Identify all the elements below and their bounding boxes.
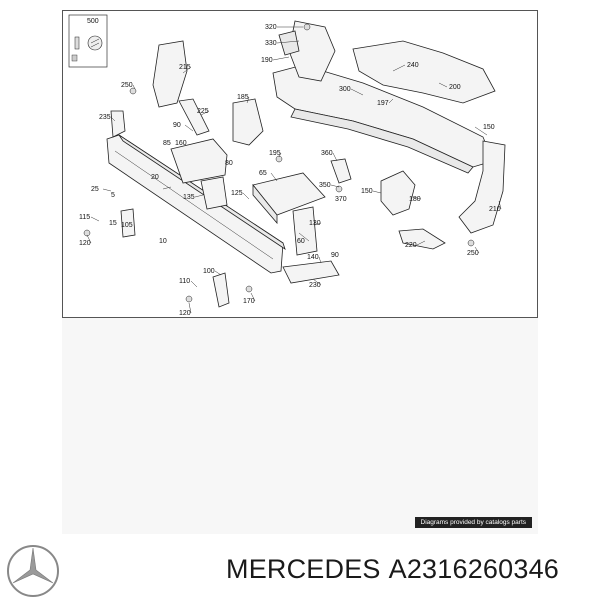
- inset-clip-icon: [71, 35, 103, 62]
- label-190: 190: [261, 57, 273, 64]
- nut-195: [275, 155, 283, 163]
- label-225: 225: [197, 108, 209, 115]
- label-215: 215: [179, 64, 191, 71]
- label-140: 140: [307, 254, 319, 261]
- label-130: 130: [309, 220, 321, 227]
- label-85: 85: [163, 140, 171, 147]
- label-90-lower: 90: [331, 252, 339, 259]
- parts-diagram-drawing: 500 320 330 190 240 215 250 300 200 197 …: [68, 14, 506, 317]
- label-210: 210: [489, 206, 501, 213]
- bracket-105: [120, 208, 136, 238]
- latch-part: [278, 30, 300, 56]
- radiator-support-top: [352, 40, 496, 104]
- label-60: 60: [297, 238, 305, 245]
- label-170: 170: [243, 298, 255, 305]
- label-105: 105: [121, 222, 133, 229]
- nut-120: [83, 229, 91, 237]
- label-180: 180: [409, 196, 421, 203]
- bracket-225: [178, 98, 210, 136]
- label-120-lower: 120: [179, 310, 191, 317]
- bracket-215: [152, 40, 188, 108]
- right-side-member: [458, 140, 506, 234]
- brand-name: MERCEDES: [226, 554, 381, 584]
- label-250-right: 250: [467, 250, 479, 257]
- label-110: 110: [179, 278, 190, 285]
- label-5: 5: [111, 192, 115, 199]
- label-197: 197: [377, 100, 389, 107]
- block-185: [232, 98, 264, 146]
- nut-250: [467, 239, 475, 247]
- label-185: 185: [237, 94, 249, 101]
- plate-130: [292, 206, 318, 256]
- diagram-blank-area: Diagrams provided by catalogs parts: [62, 318, 538, 534]
- label-90-upper: 90: [173, 122, 181, 129]
- strip-230: [282, 260, 340, 284]
- label-240: 240: [407, 62, 419, 69]
- label-250-left: 250: [121, 82, 133, 89]
- bolt-320: [303, 23, 311, 31]
- diagram-frame: 500 320 330 190 240 215 250 300 200 197 …: [62, 10, 538, 534]
- mercedes-star-icon: [7, 545, 59, 597]
- label-120-left: 120: [79, 240, 91, 247]
- label-300: 300: [339, 86, 351, 93]
- label-230: 230: [309, 282, 321, 289]
- bracket-180: [380, 170, 416, 216]
- label-235: 235: [99, 114, 111, 121]
- bracket-220: [398, 228, 446, 250]
- nut-350: [335, 185, 343, 193]
- label-80: 80: [225, 160, 233, 167]
- cross-member-lower-edge: [290, 108, 474, 174]
- label-115: 115: [79, 214, 90, 221]
- label-200: 200: [449, 84, 461, 91]
- label-135: 135: [183, 194, 195, 201]
- parts-diagram: 500 320 330 190 240 215 250 300 200 197 …: [62, 10, 538, 318]
- label-350: 350: [319, 182, 331, 189]
- nut-250-left: [129, 87, 137, 95]
- bracket-235: [110, 110, 126, 138]
- bracket-100: [212, 272, 230, 308]
- diagram-credit: Diagrams provided by catalogs parts: [414, 517, 532, 528]
- nut-120-lower: [185, 295, 193, 303]
- nut-170: [245, 285, 253, 293]
- bumper-beam-top: [118, 134, 286, 250]
- label-25: 25: [91, 186, 99, 193]
- label-150-mid: 150: [361, 188, 373, 195]
- label-100: 100: [203, 268, 215, 275]
- label-160: 160: [175, 140, 187, 147]
- label-20: 20: [151, 174, 159, 181]
- crash-box-side: [252, 183, 278, 225]
- label-370: 370: [335, 196, 347, 203]
- crash-box: [252, 172, 326, 216]
- label-330: 330: [265, 40, 277, 47]
- label-10: 10: [159, 238, 167, 245]
- label-195: 195: [269, 150, 281, 157]
- mount-plate-160: [170, 138, 228, 184]
- bracket-360: [330, 158, 352, 184]
- label-500: 500: [87, 18, 99, 25]
- plate-135: [200, 176, 228, 210]
- label-360: 360: [321, 150, 333, 157]
- label-15: 15: [109, 220, 117, 227]
- part-number: A2316260346: [388, 554, 559, 584]
- label-65: 65: [259, 170, 267, 177]
- label-150-right: 150: [483, 124, 495, 131]
- label-220: 220: [405, 242, 417, 249]
- label-320: 320: [265, 24, 277, 31]
- label-125: 125: [231, 190, 243, 197]
